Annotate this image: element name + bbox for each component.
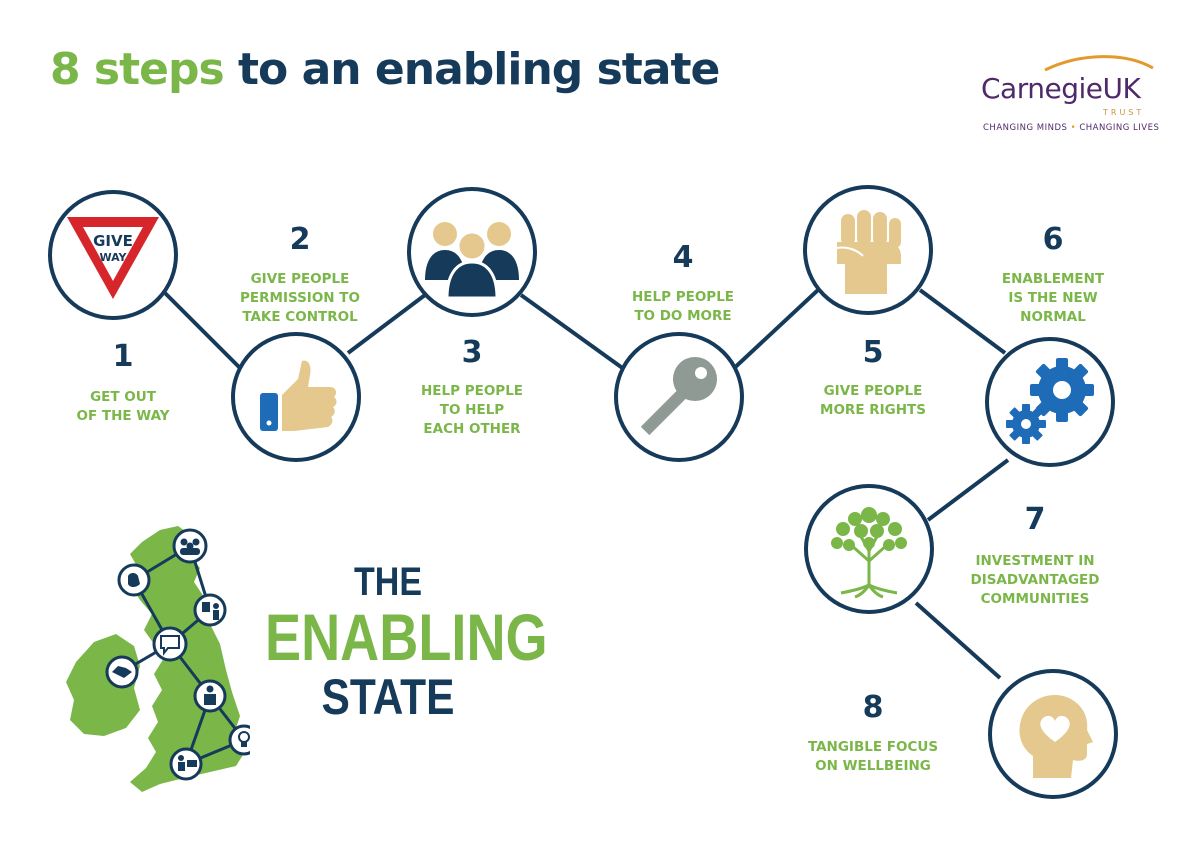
step-8-label: TANGIBLE FOCUS ON WELLBEING bbox=[807, 739, 939, 774]
step-5-number: 5 bbox=[862, 335, 884, 370]
logo-swoosh-icon bbox=[1044, 55, 1154, 72]
logo-brand: CarnegieUK bbox=[981, 72, 1141, 105]
step-5-circle bbox=[803, 185, 933, 315]
logo-trust: TRUST bbox=[1103, 108, 1145, 117]
step-4-circle bbox=[614, 332, 744, 462]
step-2-number: 2 bbox=[289, 222, 311, 257]
step-2-circle bbox=[231, 332, 361, 462]
give-way-sign-icon: GIVE WAY bbox=[67, 217, 159, 299]
enabling-state-line3: STATE bbox=[321, 669, 455, 725]
step-7-label: INVESTMENT IN DISADVANTAGED COMMUNITIES bbox=[970, 553, 1100, 607]
people-group-icon bbox=[425, 222, 519, 300]
tree-icon bbox=[831, 507, 907, 599]
step-8-circle bbox=[988, 669, 1118, 799]
step-3-circle bbox=[407, 187, 537, 317]
gears-icon bbox=[1006, 358, 1094, 444]
key-icon bbox=[640, 357, 717, 436]
step-7-circle bbox=[804, 484, 934, 614]
logo-tagline: CHANGING MINDS • CHANGING LIVES bbox=[983, 123, 1159, 133]
map-node-chat bbox=[152, 626, 188, 662]
title-rest: to an enabling state bbox=[238, 44, 720, 95]
enabling-state-line1: THE bbox=[354, 560, 422, 604]
step-1-number: 1 bbox=[112, 339, 134, 374]
tagline-right: CHANGING LIVES bbox=[1079, 123, 1160, 133]
enabling-state-line2: ENABLING bbox=[265, 600, 548, 674]
enabling-state-heading: THE ENABLING STATE bbox=[238, 560, 548, 725]
step-1-label: GET OUT OF THE WAY bbox=[76, 389, 170, 424]
uk-network-map-icon bbox=[66, 526, 250, 792]
step-1-circle: GIVE WAY bbox=[48, 190, 178, 320]
step-4-number: 4 bbox=[672, 240, 694, 275]
title-highlight: 8 steps bbox=[50, 44, 225, 95]
step-6-circle bbox=[985, 337, 1115, 467]
sign-text-give: GIVE bbox=[93, 232, 133, 250]
tagline-separator: • bbox=[1070, 123, 1077, 133]
step-3-label: HELP PEOPLE TO HELP EACH OTHER bbox=[420, 383, 524, 437]
step-3-number: 3 bbox=[461, 335, 483, 370]
step-5-label: GIVE PEOPLE MORE RIGHTS bbox=[820, 383, 926, 418]
step-6-number: 6 bbox=[1042, 222, 1064, 257]
sign-text-way: WAY bbox=[99, 251, 127, 264]
step-7-number: 7 bbox=[1024, 502, 1046, 537]
step-4-label: HELP PEOPLE TO DO MORE bbox=[631, 289, 735, 324]
page-title: 8 steps to an enabling state bbox=[50, 44, 720, 95]
step-2-label: GIVE PEOPLE PERMISSION TO TAKE CONTROL bbox=[240, 271, 360, 325]
head-heart-icon bbox=[1019, 695, 1093, 778]
carnegie-uk-logo: CarnegieUK TRUST CHANGING MINDS • CHANGI… bbox=[975, 48, 1160, 138]
step-8-number: 8 bbox=[862, 690, 884, 725]
thumbs-up-icon bbox=[260, 360, 337, 431]
tagline-left: CHANGING MINDS bbox=[983, 123, 1068, 133]
step-6-label: ENABLEMENT IS THE NEW NORMAL bbox=[1001, 271, 1105, 325]
raised-fist-icon bbox=[836, 210, 901, 294]
